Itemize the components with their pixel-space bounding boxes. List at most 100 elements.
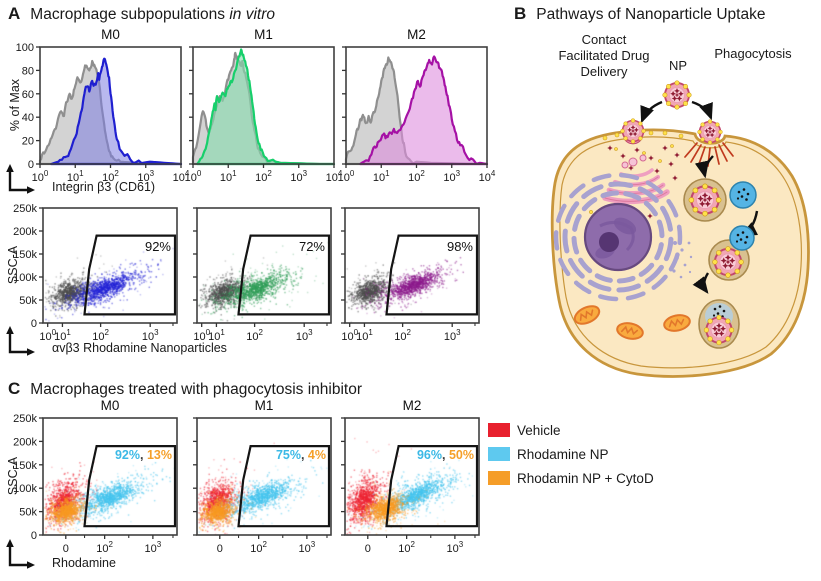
- svg-text:60: 60: [22, 89, 34, 101]
- svg-text:100: 100: [32, 169, 49, 184]
- panel-b-label: B: [514, 4, 527, 23]
- svg-text:100: 100: [341, 328, 358, 343]
- panel-a-label: A: [8, 4, 21, 23]
- plot-title: M2: [403, 398, 422, 413]
- svg-text:250k: 250k: [13, 203, 37, 215]
- svg-text:250k: 250k: [13, 413, 37, 425]
- legend-item-rhodamine-np: Rhodamine NP: [488, 442, 654, 466]
- legend-label-np-cytod: Rhodamin NP + CytoD: [517, 470, 654, 486]
- nucleolus: [599, 232, 619, 252]
- lysosome: [729, 181, 757, 209]
- plot-title: M1: [254, 27, 273, 42]
- legend-label-rhodamine-np: Rhodamine NP: [517, 446, 609, 462]
- arrow-internalization: [694, 155, 714, 179]
- svg-text:200k: 200k: [13, 436, 37, 448]
- svg-text:101: 101: [220, 169, 237, 184]
- legend-swatch-vehicle: [488, 423, 510, 437]
- gate-percentages: 75%, 4%: [276, 448, 326, 462]
- gate-percentages: 96%, 50%: [417, 448, 474, 462]
- svg-text:103: 103: [137, 169, 154, 184]
- svg-text:101: 101: [54, 328, 71, 343]
- scatter-points: [43, 208, 177, 323]
- phagosome: [683, 178, 727, 222]
- phagolysosome: [698, 299, 740, 349]
- svg-text:0: 0: [63, 543, 69, 555]
- svg-text:40: 40: [22, 112, 34, 124]
- svg-text:102: 102: [92, 328, 109, 343]
- scatter-points: [43, 418, 177, 535]
- svg-text:100: 100: [39, 328, 56, 343]
- svg-text:103: 103: [447, 540, 464, 555]
- plot-title: M0: [101, 398, 120, 413]
- svg-text:50k: 50k: [19, 295, 37, 307]
- panel-a-title-italic: in vitro: [229, 6, 275, 23]
- svg-text:101: 101: [373, 169, 390, 184]
- svg-text:102: 102: [96, 540, 113, 555]
- svg-text:102: 102: [250, 540, 267, 555]
- panel-a-title: Macrophage subpopulations in vitro: [30, 6, 275, 23]
- svg-text:100k: 100k: [13, 483, 37, 495]
- hist-x-axis-label: Integrin β3 (CD61): [52, 180, 156, 194]
- gate-polygon: [83, 234, 177, 316]
- gate-polygon: [237, 445, 331, 528]
- legend-label-vehicle: Vehicle: [517, 422, 561, 438]
- svg-text:101: 101: [67, 169, 84, 184]
- panel-a-header: A Macrophage subpopulations in vitro: [8, 4, 275, 24]
- gate-percentage: 72%: [299, 239, 325, 254]
- svg-text:103: 103: [299, 540, 316, 555]
- svg-text:0: 0: [31, 318, 37, 330]
- arrow-to-phagocytosis: [691, 100, 713, 121]
- nanoparticle-icon: [663, 81, 692, 110]
- arrow-maturation: [692, 272, 710, 294]
- scatter-points: [197, 208, 331, 323]
- legend-item-vehicle: Vehicle: [488, 418, 654, 442]
- legend: Vehicle Rhodamine NP Rhodamin NP + CytoD: [488, 418, 654, 490]
- panel-c-title: Macrophages treated with phagocytosis in…: [30, 381, 362, 398]
- scatter-points: [197, 418, 331, 535]
- svg-text:100k: 100k: [13, 272, 37, 284]
- axis-arrows-icon: [6, 164, 35, 194]
- svg-text:103: 103: [142, 328, 159, 343]
- svg-text:104: 104: [326, 169, 343, 184]
- svg-text:102: 102: [255, 169, 272, 184]
- svg-text:102: 102: [398, 540, 415, 555]
- svg-text:0: 0: [31, 530, 37, 542]
- svg-text:102: 102: [408, 169, 425, 184]
- panel-a-title-text: Macrophage subpopulations: [30, 6, 226, 23]
- nanoparticle-icon: [698, 120, 723, 145]
- plot-title: M0: [101, 27, 120, 42]
- nucleus: [583, 202, 653, 272]
- np-label: NP: [668, 58, 688, 73]
- svg-text:100: 100: [16, 42, 34, 54]
- svg-text:100: 100: [193, 328, 210, 343]
- svg-text:102: 102: [394, 328, 411, 343]
- legend-item-np-cytod: Rhodamin NP + CytoD: [488, 466, 654, 490]
- phagosome-lysosome-fusion: [708, 225, 755, 281]
- endoplasmic-reticulum: [553, 172, 683, 302]
- svg-text:0: 0: [217, 543, 223, 555]
- gate-percentages: 92%, 13%: [115, 448, 172, 462]
- contact-delivery-label: Contact Facilitated Drug Delivery: [558, 32, 650, 79]
- er-vesicles: [672, 241, 693, 279]
- svg-text:100: 100: [185, 169, 202, 184]
- plot-title: M2: [407, 27, 426, 42]
- svg-text:103: 103: [444, 328, 461, 343]
- axis-arrows-icon: [6, 326, 35, 356]
- nanoparticle-icon: [621, 119, 646, 144]
- svg-text:200k: 200k: [13, 226, 37, 238]
